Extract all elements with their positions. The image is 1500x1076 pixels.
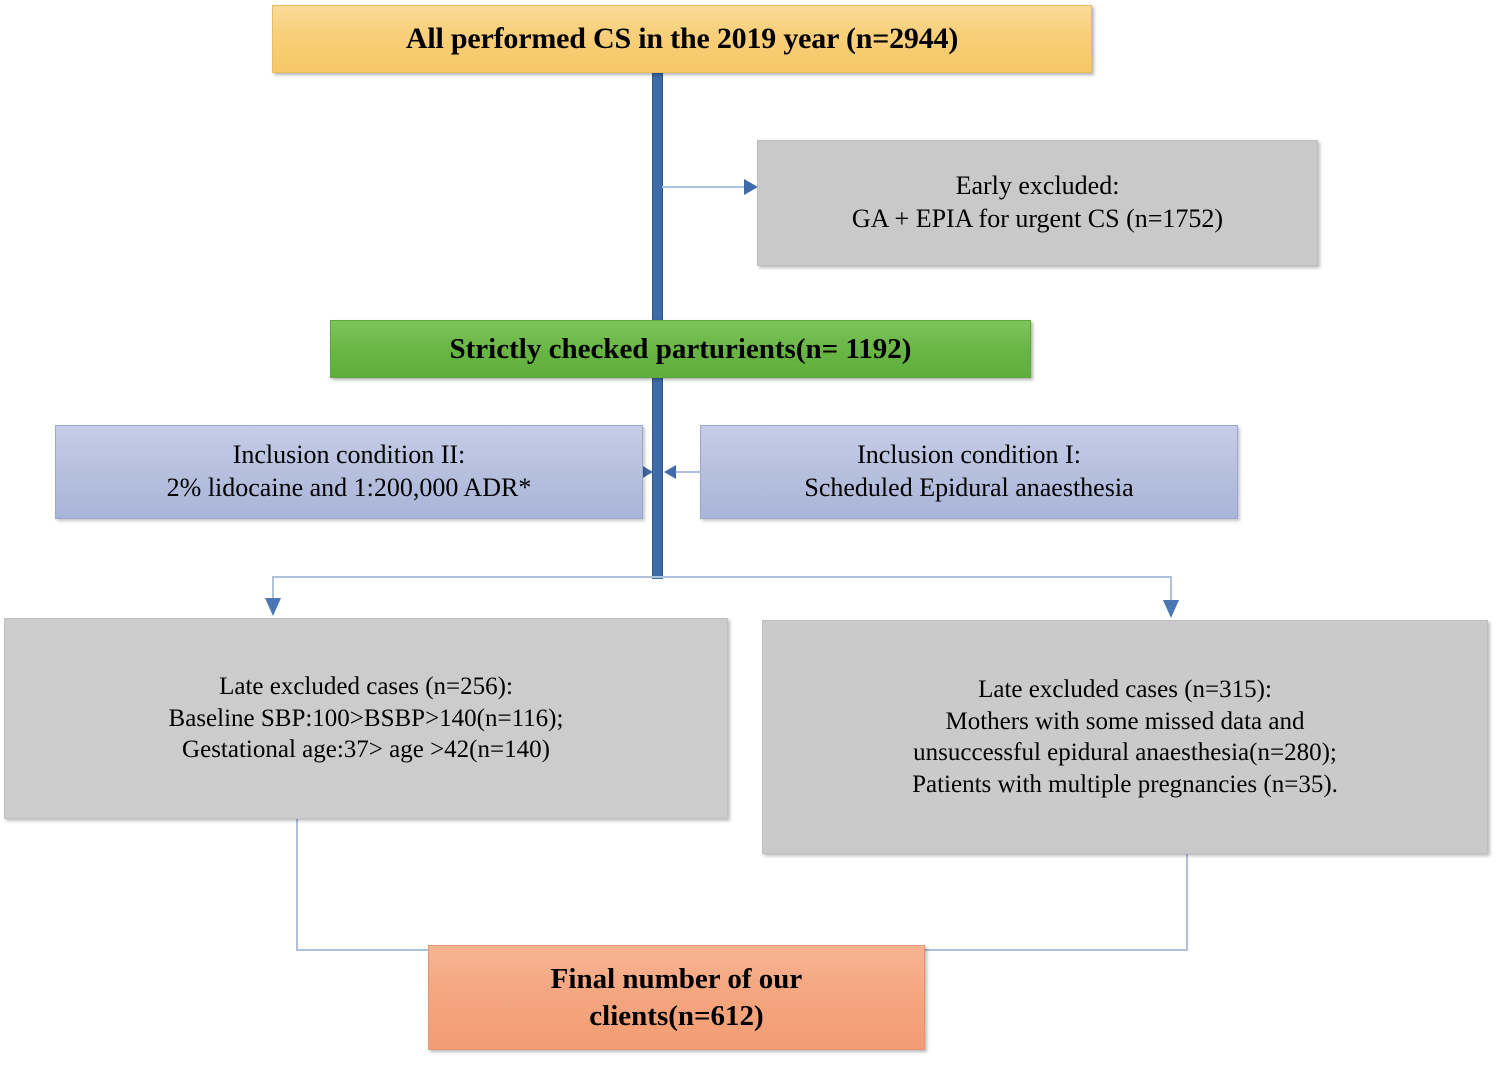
- node-late-excluded-right-line-1: Late excluded cases (n=315):: [978, 676, 1272, 703]
- node-strictly-checked-parturients: Strictly checked parturients(n= 1192): [330, 320, 1031, 378]
- node-inclusion-condition-two-line-2: 2% lidocaine and 1:200,000 ADR*: [166, 473, 532, 502]
- node-late-excluded-right-line-2: Mothers with some missed data and: [945, 707, 1305, 735]
- connector-split-bus: [272, 576, 1172, 578]
- connector-split-right-drop: [1170, 576, 1172, 604]
- node-strictly-checked-line-1: Strictly checked parturients(n= 1192): [449, 332, 912, 365]
- node-late-excluded-left-line-2: Baseline SBP:100>BSBP>140(n=116);: [168, 704, 564, 732]
- node-all-performed-cs-line-1: All performed CS in the 2019 year (n=294…: [405, 22, 959, 56]
- connector-merge-right-drop: [1186, 854, 1188, 951]
- node-early-excluded-line-2: GA + EPIA for urgent CS (n=1752): [851, 204, 1224, 233]
- node-late-excluded-right-line-3: unsuccessful epidural anaesthesia(n=280)…: [913, 739, 1337, 766]
- connector-to-early-excluded-line: [662, 186, 748, 188]
- node-late-excluded-left: Late excluded cases (n=256): Baseline SB…: [4, 618, 728, 819]
- node-final-clients-line-1: Final number of our: [550, 962, 803, 995]
- node-early-excluded: Early excluded: GA + EPIA for urgent CS …: [757, 140, 1318, 266]
- node-final-clients-line-2: clients(n=612): [589, 999, 764, 1032]
- connector-split-left-arrowhead: [265, 598, 281, 616]
- node-inclusion-condition-one: Inclusion condition I: Scheduled Epidura…: [700, 425, 1238, 519]
- connector-split-right-arrowhead: [1163, 600, 1179, 618]
- node-late-excluded-left-line-3: Gestational age:37> age >42(n=140): [182, 736, 550, 764]
- node-late-excluded-right-line-4: Patients with multiple pregnancies (n=35…: [912, 770, 1338, 798]
- node-inclusion-condition-two-line-1: Inclusion condition II:: [232, 440, 466, 470]
- node-inclusion-condition-two: Inclusion condition II: 2% lidocaine and…: [55, 425, 643, 519]
- connector-checked-to-split: [652, 374, 663, 579]
- node-early-excluded-line-1: Early excluded:: [955, 171, 1120, 201]
- node-all-performed-cs: All performed CS in the 2019 year (n=294…: [272, 5, 1092, 73]
- connector-merge-left-drop: [296, 819, 298, 951]
- node-final-clients: Final number of our clients(n=612): [428, 945, 925, 1050]
- connector-inclusion-one-arrowhead: [664, 465, 676, 479]
- node-late-excluded-left-line-1: Late excluded cases (n=256):: [219, 673, 513, 701]
- connector-to-early-excluded-arrowhead: [744, 179, 758, 195]
- connector-start-to-checked: [652, 70, 663, 323]
- connector-split-left-drop: [272, 576, 274, 602]
- connector-inclusion-two-arrowhead: [641, 465, 653, 479]
- connector-inclusion-one-line: [668, 471, 700, 473]
- node-inclusion-condition-one-line-1: Inclusion condition I:: [857, 440, 1081, 470]
- node-inclusion-condition-one-line-2: Scheduled Epidural anaesthesia: [804, 473, 1134, 502]
- node-late-excluded-right: Late excluded cases (n=315): Mothers wit…: [762, 620, 1488, 854]
